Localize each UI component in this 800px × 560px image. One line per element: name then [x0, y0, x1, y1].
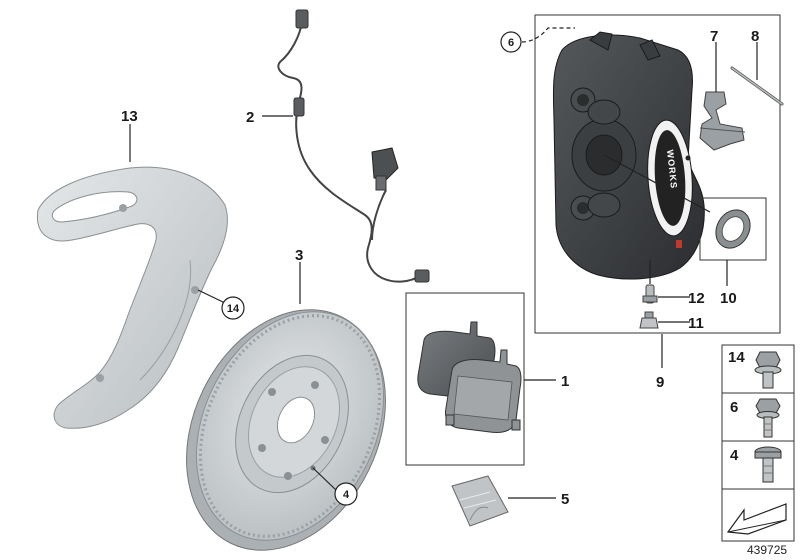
brake-caliper: WORKS [552, 31, 705, 280]
label-2: 2 [246, 109, 254, 126]
piston-seal [715, 209, 751, 249]
arrow-symbol-icon [726, 503, 787, 535]
label-10: 10 [720, 290, 737, 307]
document-id: 439725 [747, 543, 787, 557]
legend-label-4: 4 [730, 447, 739, 464]
pad-retainer-spring [685, 91, 746, 161]
brake-pads [417, 321, 522, 433]
label-11: 11 [688, 315, 704, 332]
brake-disc [186, 309, 386, 551]
label-7: 7 [710, 28, 718, 45]
label-12: 12 [688, 290, 705, 307]
guide-pin [730, 66, 784, 106]
label-1: 1 [561, 373, 569, 390]
brake-pads-box [405, 292, 525, 466]
callout-14: 14 [221, 296, 245, 320]
fastener-legend: 14 6 4 [721, 344, 795, 542]
leader-lines [129, 27, 758, 499]
wheel-bolt-icon [754, 446, 782, 483]
caliper-logo-text: WORKS [665, 149, 679, 189]
caliper-assembly-box [534, 14, 781, 334]
label-6: 6 [508, 37, 514, 49]
bleed-valve-cap [639, 311, 659, 329]
hex-bolt-icon [755, 398, 781, 438]
label-9: 9 [656, 374, 664, 391]
assembly-paste [451, 475, 509, 527]
brake-shield [36, 166, 228, 429]
label-5: 5 [561, 491, 569, 508]
brake-wear-sensor [277, 9, 430, 283]
label-8: 8 [751, 28, 759, 45]
legend-label-14: 14 [728, 349, 745, 366]
flange-bolt-icon [754, 351, 782, 389]
callout-6: 6 [500, 31, 522, 53]
label-3: 3 [295, 247, 303, 264]
label-4: 4 [343, 489, 350, 501]
callout-4: 4 [334, 482, 358, 506]
label-13: 13 [121, 108, 138, 125]
seal-kit-box [699, 197, 767, 261]
label-14: 14 [227, 303, 240, 315]
legend-label-6: 6 [730, 399, 738, 416]
bleed-valve [642, 284, 658, 304]
